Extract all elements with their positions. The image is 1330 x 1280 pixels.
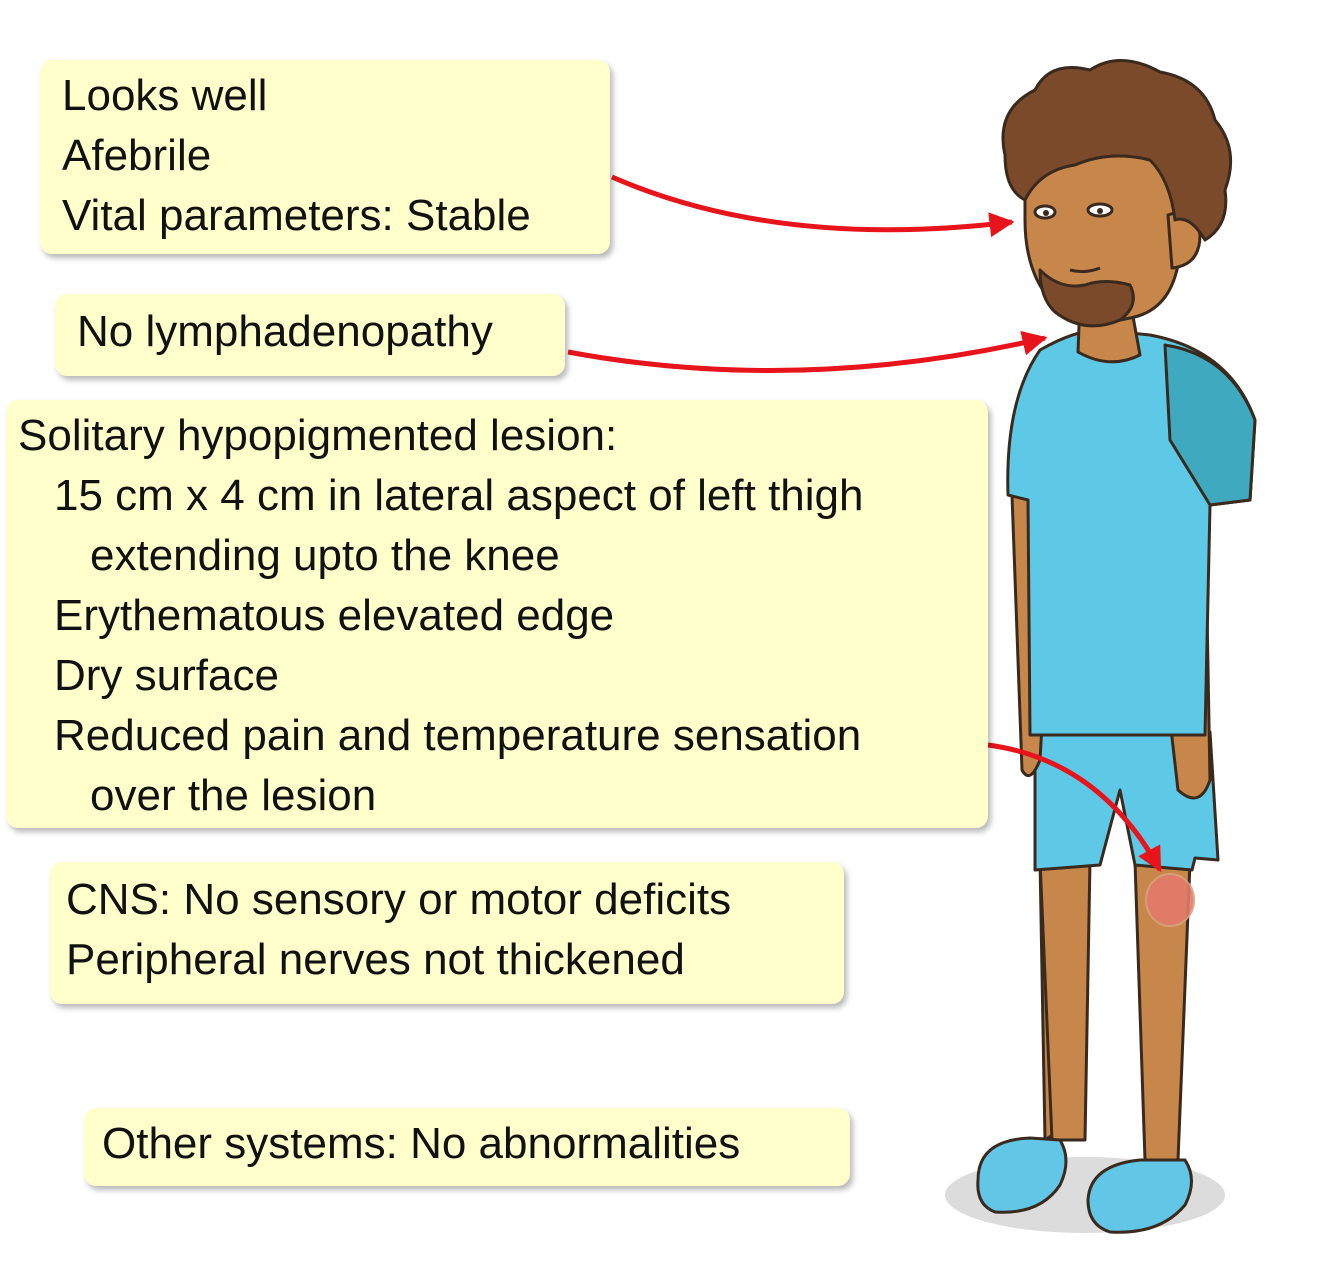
lesion-line-4: Dry surface	[54, 651, 279, 700]
thigh-lesion	[1145, 873, 1195, 927]
right-slipper	[1086, 1158, 1193, 1234]
hair	[1001, 59, 1233, 242]
arrow-to-lesion	[987, 742, 1163, 873]
other-line: Other systems: No abnormalities	[102, 1119, 741, 1168]
callout-skin-lesion: Solitary hypopigmented lesion: 15 cm x 4…	[6, 400, 988, 828]
callout-other-systems: Other systems: No abnormalities	[84, 1108, 850, 1186]
callout-lymph-nodes: No lymphadenopathy	[55, 294, 565, 376]
lesion-line-2: extending upto the knee	[90, 531, 560, 580]
callout-nervous-system: CNS: No sensory or motor deficits Periph…	[50, 862, 844, 1004]
callout-general-appearance: Looks well Afebrile Vital parameters: St…	[40, 60, 610, 254]
left-slipper	[976, 1136, 1068, 1214]
lesion-line-1: 15 cm x 4 cm in lateral aspect of left t…	[54, 471, 864, 520]
lesion-line-5: Reduced pain and temperature sensation	[54, 711, 862, 760]
lesion-line-3: Erythematous elevated edge	[54, 591, 615, 640]
arrow-to-neck	[567, 330, 1048, 373]
cns-line-2: Peripheral nerves not thickened	[66, 935, 685, 984]
general-line-1: Looks well	[62, 71, 268, 120]
general-line-3: Vital parameters: Stable	[62, 191, 531, 240]
right-pupil	[1097, 208, 1103, 214]
patient-figure	[976, 59, 1257, 1234]
lesion-heading: Solitary hypopigmented lesion:	[18, 411, 618, 460]
lesion-line-6: over the lesion	[90, 771, 377, 820]
mouth	[1069, 266, 1101, 274]
shirt-sleeve-shade	[1163, 343, 1257, 507]
left-pupil	[1043, 210, 1049, 216]
cns-line-1: CNS: No sensory or motor deficits	[66, 875, 732, 924]
lymph-line: No lymphadenopathy	[77, 307, 493, 356]
shorts	[1033, 730, 1220, 872]
beard	[1038, 268, 1135, 328]
general-line-2: Afebrile	[62, 131, 212, 180]
arrow-to-face	[611, 174, 1015, 238]
